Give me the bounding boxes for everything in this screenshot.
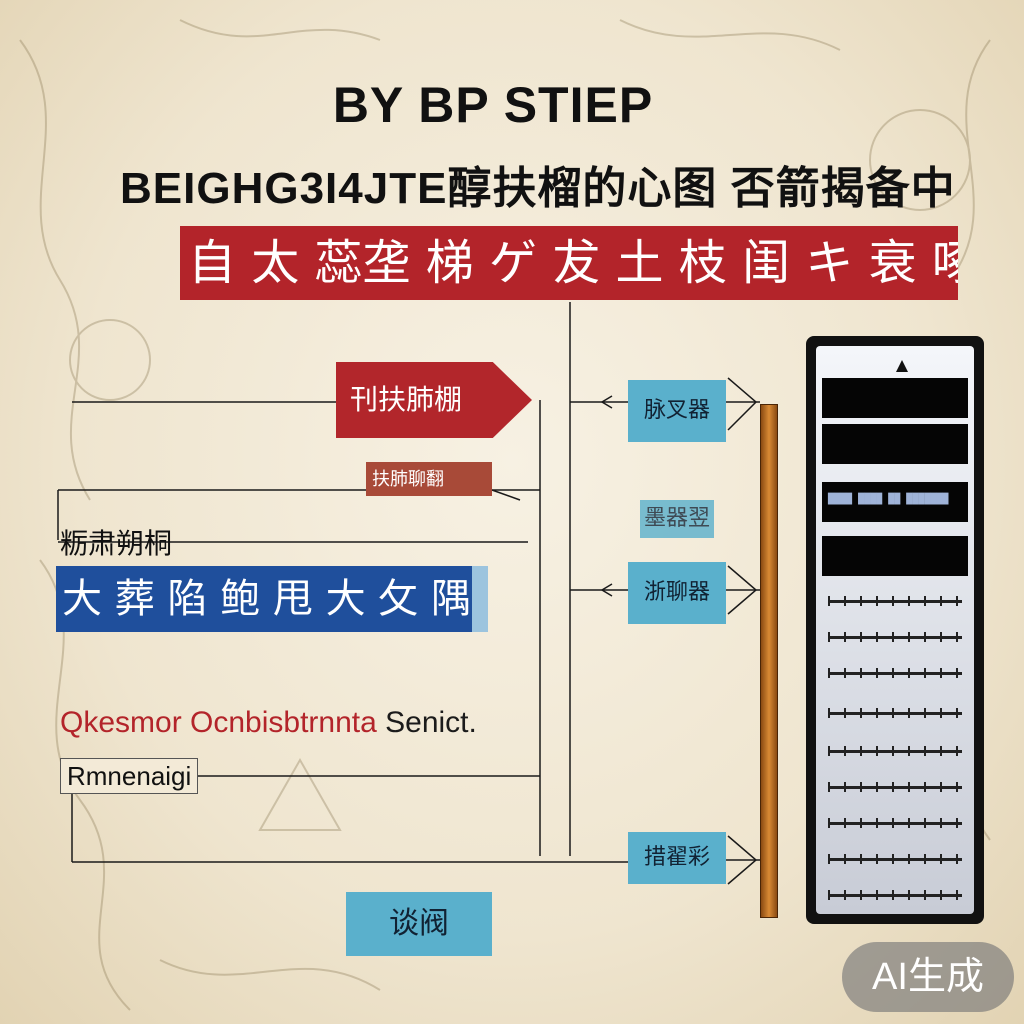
red-caption-suffix: Senict.	[385, 706, 477, 739]
rack-slot: ████ ████ ██ ███████	[822, 482, 968, 522]
outlined-label: Rmnenaigi	[60, 758, 199, 794]
rack-slot-text: ████ ████ ██ ███████	[828, 494, 949, 505]
rack-rail	[828, 708, 962, 718]
teal-node-3: 浙聊器	[628, 562, 726, 624]
left-label-1: 粝肃朔桐	[60, 527, 173, 560]
rack-rail	[828, 596, 962, 606]
rack-rail	[828, 890, 962, 900]
red-small-box: 扶肺聊翻	[366, 462, 492, 496]
wooden-pole	[760, 404, 778, 918]
main-title: BY BP STIEP	[332, 77, 654, 133]
ai-generated-badge: AI生成	[842, 942, 1014, 1012]
rack-rail	[828, 854, 962, 864]
teal-node-5: 谈阀	[346, 892, 492, 956]
rack-slot	[822, 424, 968, 464]
teal-node-2: 墨器翌	[640, 500, 714, 538]
red-banner: 自 太 蕊垄 梯 ゲ 犮 土 枝 闺 キ 衰 啄 吠	[180, 226, 958, 300]
rack-rail	[828, 746, 962, 756]
teal-node-4: 措翟彩	[628, 832, 726, 884]
rack-rail	[828, 818, 962, 828]
red-caption-main: Qkesmor Ocnbisbtrnnta	[60, 706, 377, 739]
rack-rail	[828, 632, 962, 642]
teal-node-1: 脉叉器	[628, 380, 726, 442]
subtitle: BEIGHG3I4JTE醇扶榴的心图 否箭揭备中	[120, 164, 956, 213]
rack-slot	[822, 536, 968, 576]
rack-panel: ████ ████ ██ ███████	[816, 346, 974, 914]
rack-slot	[822, 378, 968, 418]
red-arrow-box: 刊扶肺棚	[336, 362, 532, 438]
red-caption: Qkesmor Ocnbisbtrnnta Senict.	[60, 706, 477, 740]
rack-rail	[828, 782, 962, 792]
navy-banner: 大 葬 陷 鲍 甩 大 攵 隅 咽	[56, 566, 488, 632]
rack-up-icon	[896, 360, 908, 372]
rack-rail	[828, 668, 962, 678]
server-rack: ████ ████ ██ ███████	[806, 336, 984, 924]
